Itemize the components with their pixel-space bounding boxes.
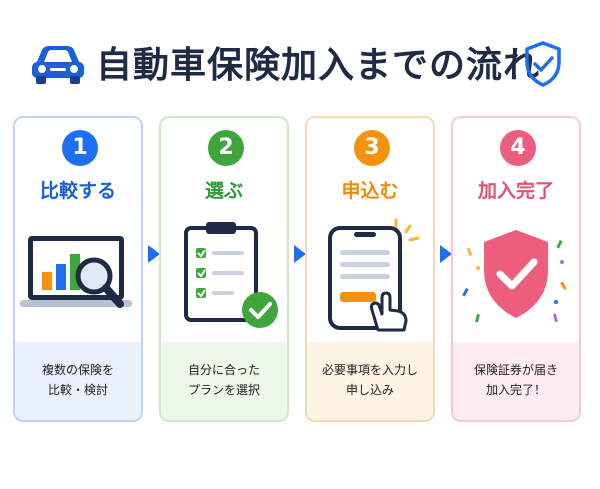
step-title: 加入完了 xyxy=(477,180,554,202)
step-title: 選ぶ xyxy=(204,180,243,202)
step-description: 複数の保険を 比較・検討 xyxy=(41,363,114,397)
shield-complete-icon xyxy=(462,230,567,323)
arrow-right-icon xyxy=(148,245,160,263)
arrow-right-icon xyxy=(440,245,452,263)
step-description-area: 必要事項を入力し 申し込み xyxy=(307,342,433,420)
step-card-choose: 2 選ぶ 自分に合った プランを選択 xyxy=(159,116,289,422)
header: 自動車保険加入までの流れ xyxy=(0,38,600,94)
step-card-compare: 1 比較する 複数の保険を 比較・検討 xyxy=(13,116,143,422)
step-description: 必要事項を入力し 申し込み xyxy=(321,363,418,397)
clipboard-checklist-icon xyxy=(184,222,278,328)
phone-tap-icon xyxy=(328,218,420,332)
step-card-apply: 3 申込む 必要事項を入力し 申し込み xyxy=(305,116,435,422)
step-description-area: 保険証券が届き 加入完了！ xyxy=(453,342,579,420)
arrow-right-icon xyxy=(294,245,306,263)
step-number-badge: 2 xyxy=(208,130,244,166)
step-description: 自分に合った プランを選択 xyxy=(187,363,260,397)
car-icon xyxy=(32,46,84,84)
step-number-badge: 3 xyxy=(354,130,390,166)
shield-check-icon xyxy=(525,41,561,87)
step-number-badge: 4 xyxy=(500,130,536,166)
step-card-complete: 4 加入完了 保険証券が届き 加入完了！ xyxy=(451,116,581,422)
step-title: 申込む xyxy=(341,180,399,202)
step-description: 保険証券が届き 加入完了！ xyxy=(473,363,558,397)
step-title: 比較する xyxy=(39,180,116,202)
step-description-area: 複数の保険を 比較・検討 xyxy=(15,342,141,420)
step-number-badge: 1 xyxy=(62,130,98,166)
laptop-magnifier-icon xyxy=(20,236,132,308)
step-description-area: 自分に合った プランを選択 xyxy=(161,342,287,420)
page-title: 自動車保険加入までの流れ xyxy=(96,45,541,86)
